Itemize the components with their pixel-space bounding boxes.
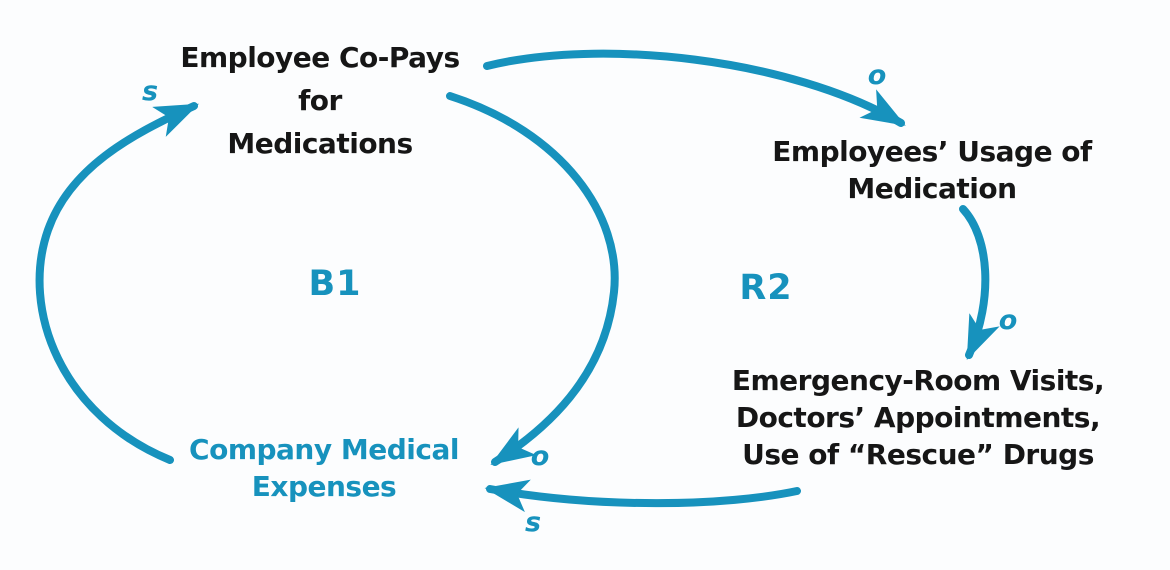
loop-label-b1: B1	[308, 264, 362, 304]
node-er-visits: Emergency-Room Visits, Doctors’ Appointm…	[693, 362, 1143, 473]
arrow-employee-copays-to-company-expenses	[446, 92, 619, 466]
node-line: Expenses	[251, 470, 397, 503]
node-line: Medication	[847, 172, 1017, 205]
arrow-company-expenses-to-employee-copays	[35, 102, 200, 464]
polarity-label-s-expenses: s	[524, 507, 542, 538]
polarity-label-s-copays: s	[141, 76, 159, 107]
loop-label-r2: R2	[739, 268, 793, 308]
node-employees-usage: Employees’ Usage of Medication	[742, 133, 1122, 207]
polarity-label-o-er-visits: o	[998, 305, 1018, 336]
node-line: for	[298, 84, 342, 117]
node-line: Employee Co-Pays	[180, 41, 460, 74]
node-line: Emergency-Room Visits,	[731, 364, 1105, 397]
node-line: Use of “Rescue” Drugs	[742, 438, 1094, 471]
polarity-label-o-usage: o	[867, 60, 887, 91]
node-line: Medications	[227, 127, 413, 160]
arrow-employees-usage-to-er-visits	[959, 205, 1000, 361]
node-line: Employees’ Usage of	[772, 135, 1092, 168]
node-employee-copays: Employee Co-Pays for Medications	[140, 36, 500, 165]
node-line: Company Medical	[189, 433, 459, 466]
node-company-expenses: Company Medical Expenses	[144, 431, 504, 505]
arrow-employee-copays-to-employees-usage	[483, 49, 906, 127]
polarity-label-o-expenses: o	[530, 441, 550, 472]
arrow-er-visits-to-company-expenses	[484, 479, 801, 513]
node-line: Doctors’ Appointments,	[735, 401, 1101, 434]
